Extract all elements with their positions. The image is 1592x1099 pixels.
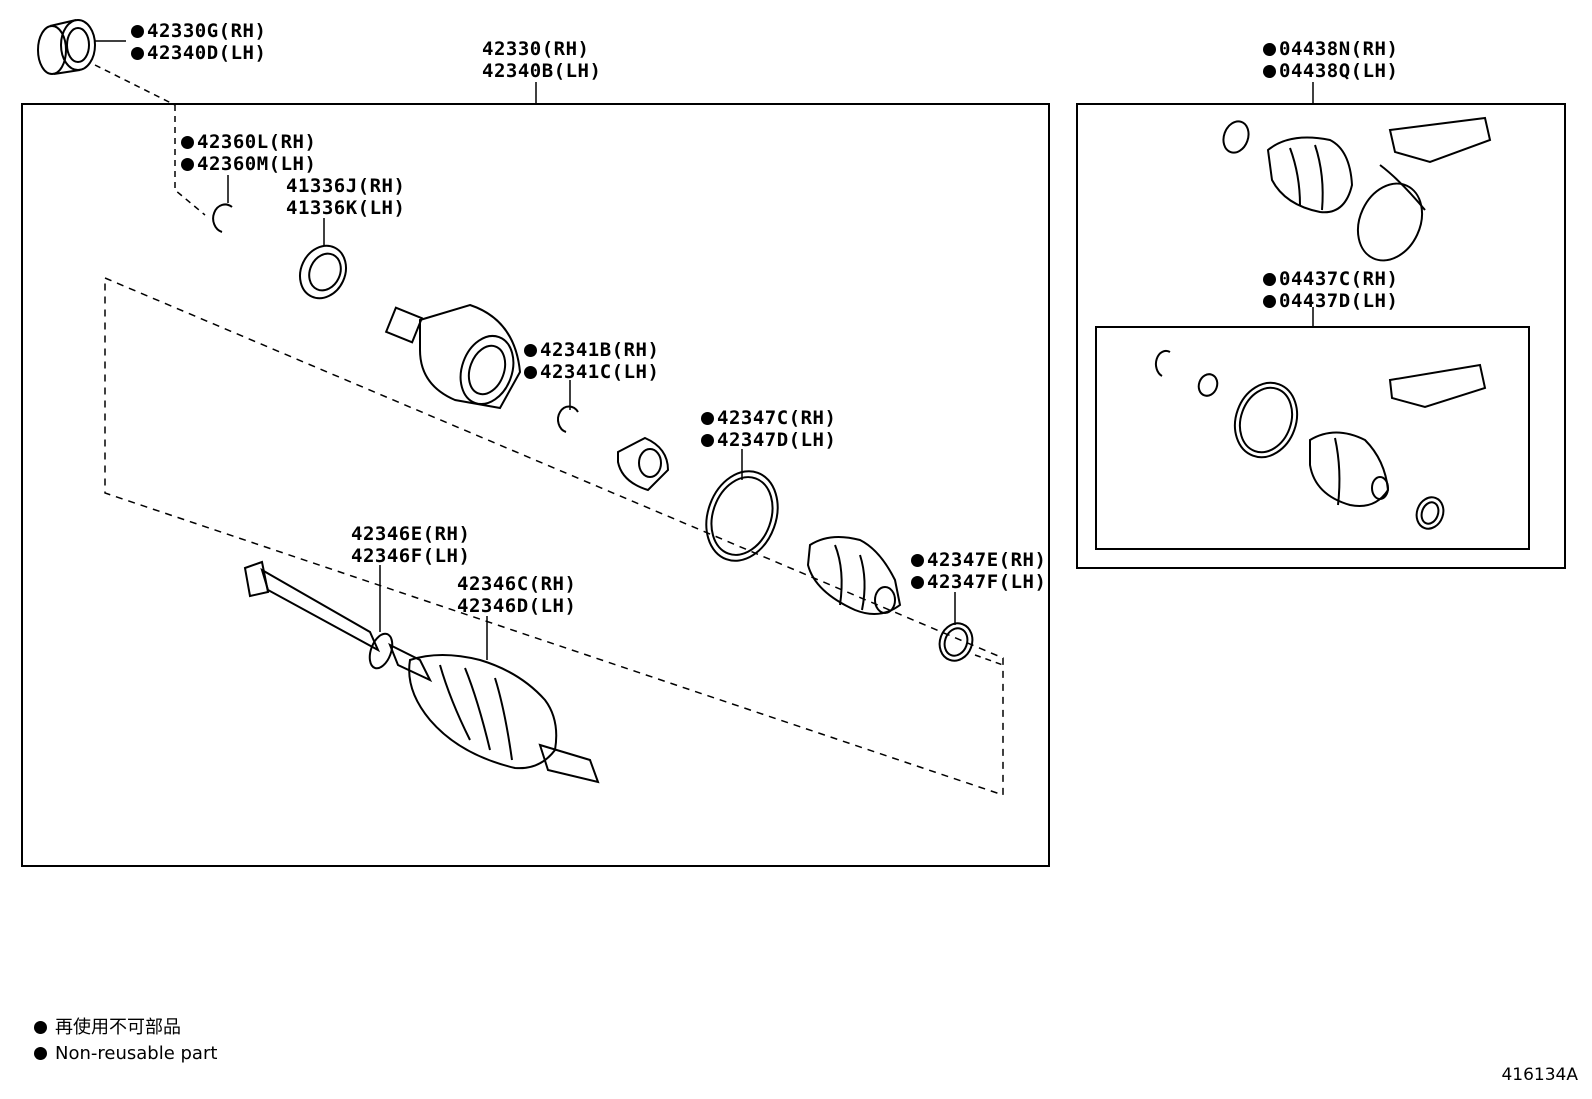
label-42330[interactable]: 42330(RH) 42340B(LH): [482, 38, 602, 82]
label-41336[interactable]: 41336J(RH) 41336K(LH): [286, 175, 406, 219]
non-reusable-dot-icon: [131, 25, 144, 38]
label-42330g[interactable]: 42330G(RH) 42340D(LH): [131, 20, 266, 64]
snap-ring-part: [212, 203, 233, 233]
non-reusable-dot-icon: [34, 1021, 47, 1034]
non-reusable-dot-icon: [34, 1047, 47, 1060]
outboard-joint-housing-part: [384, 303, 522, 410]
outer-seal-part: [37, 19, 96, 75]
non-reusable-dot-icon: [701, 434, 714, 447]
non-reusable-dot-icon: [1263, 273, 1276, 286]
non-reusable-dot-icon: [1263, 65, 1276, 78]
non-reusable-dot-icon: [181, 136, 194, 149]
drive-shaft-assembly-part: [243, 560, 600, 784]
outer-boot-kit-parts: [1222, 116, 1492, 262]
inner-race-part: [617, 436, 670, 492]
non-reusable-dot-icon: [701, 412, 714, 425]
small-boot-clamp-part: [938, 622, 974, 662]
inner-boot-kit-parts: [1154, 349, 1487, 530]
label-42346e[interactable]: 42346E(RH) 42346F(LH): [351, 523, 471, 567]
non-reusable-dot-icon: [1263, 295, 1276, 308]
label-42346c[interactable]: 42346C(RH) 42346D(LH): [457, 573, 577, 617]
legend-english: Non-reusable part: [34, 1042, 217, 1066]
label-42347e[interactable]: 42347E(RH) 42347F(LH): [911, 549, 1046, 593]
large-boot-clamp-part: [705, 470, 779, 562]
non-reusable-dot-icon: [911, 576, 924, 589]
non-reusable-dot-icon: [181, 158, 194, 171]
circlip-part: [557, 405, 579, 433]
non-reusable-dot-icon: [911, 554, 924, 567]
boot-kit-frame: [1076, 103, 1566, 569]
non-reusable-dot-icon: [524, 344, 537, 357]
non-reusable-dot-icon: [524, 366, 537, 379]
non-reusable-dot-icon: [1263, 43, 1276, 56]
label-42347c[interactable]: 42347C(RH) 42347D(LH): [701, 407, 836, 451]
dust-seal-part: [299, 244, 347, 300]
label-42341[interactable]: 42341B(RH) 42341C(LH): [524, 339, 659, 383]
inboard-boot-part: [806, 535, 902, 615]
diagram-id: 416134A: [1501, 1065, 1578, 1085]
label-04437[interactable]: 04437C(RH) 04437D(LH): [1263, 268, 1398, 312]
main-assembly-frame: [21, 103, 1050, 867]
non-reusable-dot-icon: [131, 47, 144, 60]
label-04438[interactable]: 04438N(RH) 04438Q(LH): [1263, 38, 1398, 82]
legend-japanese: 再使用不可部品: [34, 1016, 181, 1040]
label-42360[interactable]: 42360L(RH) 42360M(LH): [181, 131, 316, 175]
shaft-subassembly-dashed-frame: [104, 276, 1004, 797]
